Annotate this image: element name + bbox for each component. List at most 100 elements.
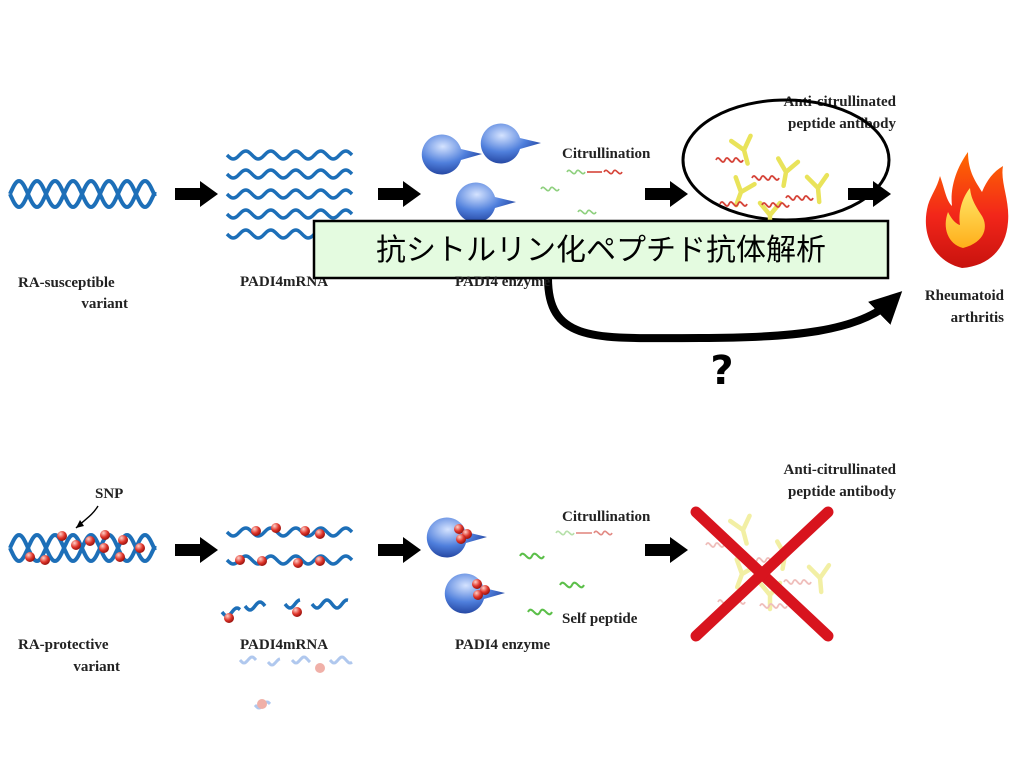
citrullinated-peptide-icon xyxy=(783,579,812,585)
snp-dot xyxy=(251,526,261,536)
antibody-icon xyxy=(728,133,753,166)
bottom-variant-label: RA-protective xyxy=(18,637,109,653)
peptide-icon xyxy=(555,530,575,536)
banner-box xyxy=(312,219,890,280)
mrna-strand xyxy=(225,554,354,566)
arrow-7 xyxy=(645,537,688,563)
bottom-mrna-label: PADI4mRNA xyxy=(240,637,328,653)
enzyme-icon xyxy=(480,123,541,164)
mrna-fragment xyxy=(310,598,349,610)
snp-dot xyxy=(25,552,35,562)
top-dna-helix xyxy=(8,178,157,210)
snp-dot xyxy=(235,555,245,565)
bottom-enzymes xyxy=(426,517,505,614)
banner: 抗シトルリン化ペプチド抗体解析 xyxy=(312,219,890,280)
peptide-icon xyxy=(577,209,597,215)
top-antibodies xyxy=(715,133,830,232)
bottom-peptides xyxy=(519,530,613,616)
self-peptide-icon xyxy=(519,552,545,560)
antibody-icon xyxy=(804,172,830,205)
arrow-2 xyxy=(378,181,421,207)
bound-snp-dot xyxy=(456,534,466,544)
antibody-highlight-ellipse xyxy=(681,98,891,222)
top-antibody-label: Anti-citrullinated xyxy=(784,94,897,110)
peptide-icon xyxy=(540,186,560,192)
mrna-fragment xyxy=(243,600,267,612)
arrow-4 xyxy=(848,181,891,207)
cross-icon xyxy=(690,506,834,642)
snp-dot xyxy=(40,555,50,565)
enzyme-icon xyxy=(421,134,482,175)
antibody-icon xyxy=(733,175,757,208)
snp-pointer-head xyxy=(76,520,84,528)
disease-label: Rheumatoid xyxy=(925,288,1005,304)
bottom-enzyme-label: PADI4 enzyme xyxy=(455,637,550,653)
arrow-1 xyxy=(175,181,218,207)
degraded-snp-dot xyxy=(315,663,325,673)
curved-arrow xyxy=(544,277,903,343)
top-variant-label: RA-susceptible xyxy=(18,275,115,291)
bottom-antibody-label: Anti-citrullinated xyxy=(784,462,897,478)
top-antibody-label-2: peptide antibody xyxy=(788,116,896,132)
citrullinated-peptide-icon xyxy=(759,603,788,609)
antibody-icon xyxy=(727,513,752,546)
snp-dot xyxy=(71,540,81,550)
top-mrna-waves xyxy=(225,149,354,240)
snp-dot xyxy=(118,535,128,545)
degraded-mrna xyxy=(266,657,281,667)
snp-dot xyxy=(99,543,109,553)
snp-dot xyxy=(115,552,125,562)
snp-dot xyxy=(257,556,267,566)
snp-dot xyxy=(100,530,110,540)
citrullinated-peptide-icon xyxy=(751,175,780,181)
citrullinated-peptide-icon xyxy=(761,202,790,208)
top-enzyme-label: PADI4 enzyme xyxy=(455,274,550,290)
top-enzymes xyxy=(421,123,541,223)
bound-snp-dot xyxy=(454,524,464,534)
bottom-antibody-label-2: peptide antibody xyxy=(788,484,896,500)
flame-icon xyxy=(925,152,1009,268)
degraded-mrna xyxy=(290,655,312,665)
antibody-icon xyxy=(806,562,832,595)
self-peptide-icon xyxy=(559,581,585,589)
bottom-dna-helix xyxy=(8,530,157,565)
bound-snp-dot xyxy=(472,579,482,589)
snp-dot xyxy=(315,556,325,566)
antibody-icon xyxy=(775,156,801,189)
bound-snp-dot xyxy=(473,590,483,600)
snp-dot xyxy=(85,536,95,546)
mrna-strand xyxy=(225,149,354,161)
mrna-strand xyxy=(225,168,354,180)
arrow-5 xyxy=(175,537,218,563)
snp-dots xyxy=(25,530,145,565)
snp-dot xyxy=(300,526,310,536)
disease-label-2: arthritis xyxy=(951,310,1004,326)
snp-dot xyxy=(271,523,281,533)
snp-dot xyxy=(224,613,234,623)
top-variant-label-2: variant xyxy=(81,296,128,312)
bound-snp-dot xyxy=(480,585,490,595)
snp-dot xyxy=(293,558,303,568)
citrullinated-peptide-icon xyxy=(785,195,814,201)
question-mark: ? xyxy=(710,348,733,394)
mrna-strand xyxy=(225,188,354,200)
bottom-citrullination-label: Citrullination xyxy=(562,509,651,525)
top-mrna-label: PADI4mRNA xyxy=(240,274,328,290)
degraded-snp-dot xyxy=(257,699,267,709)
citrullinated-peptide-icon xyxy=(719,201,748,207)
banner-text: 抗シトルリン化ペプチド抗体解析 xyxy=(376,233,826,268)
dna-strand xyxy=(8,178,157,210)
citrullinated-peptide-icon xyxy=(593,530,613,536)
mrna-strand xyxy=(225,208,354,220)
arrow-6 xyxy=(378,537,421,563)
snp-dot xyxy=(315,529,325,539)
snp-dot xyxy=(292,607,302,617)
arrow-3 xyxy=(645,181,688,207)
snp-label: SNP xyxy=(95,486,123,502)
top-citrullination-peptides xyxy=(540,169,623,215)
mrna-strand xyxy=(225,526,354,538)
peptide-icon xyxy=(566,169,586,175)
snp-dot xyxy=(135,543,145,553)
mrna-fragment xyxy=(283,598,301,610)
